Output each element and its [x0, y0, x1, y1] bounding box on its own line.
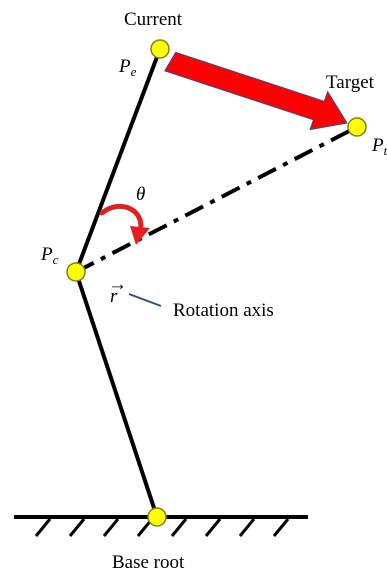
current-label: Current	[124, 9, 183, 30]
rotation-arrowhead	[130, 226, 150, 245]
current-to-target-arrow	[164, 51, 348, 131]
hatch-mark	[170, 518, 188, 537]
r-vector-label: r	[110, 286, 118, 307]
hatch-mark	[102, 518, 120, 537]
hatch-mark	[68, 518, 86, 537]
target-point-pt	[347, 117, 367, 137]
hatch-mark	[238, 518, 256, 537]
base-root-label: Base root	[112, 552, 185, 573]
pe-label: Pe	[118, 56, 137, 79]
middle-joint-pc	[66, 262, 86, 282]
pc-label-sub: c	[53, 252, 59, 267]
pc-label: Pc	[40, 244, 59, 267]
pc-label-main: P	[40, 244, 53, 265]
hatch-mark	[204, 518, 222, 537]
r-vector-arrow: →	[108, 274, 127, 295]
hatch-mark	[34, 518, 52, 537]
pt-label-sub: t	[384, 143, 387, 158]
rotation-axis-pointer	[128, 293, 162, 307]
target-direction-line	[75, 125, 358, 274]
hatch-mark	[272, 518, 290, 537]
upper-link	[74, 48, 162, 273]
theta-label: θ	[136, 184, 145, 205]
pe-label-main: P	[118, 56, 131, 77]
lower-link	[74, 271, 159, 518]
rotation-axis-label: Rotation axis	[173, 300, 274, 321]
base-joint	[147, 507, 167, 527]
pt-label: Pt	[371, 135, 387, 158]
pt-label-main: P	[371, 135, 384, 156]
target-label: Target	[326, 72, 375, 93]
pe-label-sub: e	[131, 64, 137, 79]
current-joint-pe	[150, 39, 170, 59]
rotation-arrow	[99, 203, 144, 235]
